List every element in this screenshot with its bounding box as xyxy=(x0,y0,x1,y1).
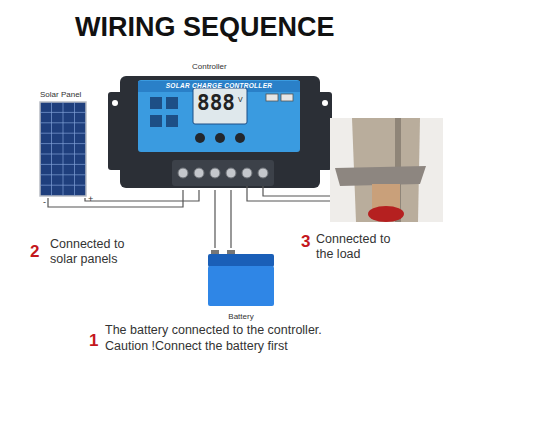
terminal xyxy=(258,168,268,178)
front-panel xyxy=(138,80,300,152)
terminal xyxy=(210,168,220,178)
panel-grid xyxy=(40,102,86,196)
status-icon xyxy=(166,97,178,109)
red-part xyxy=(368,206,404,222)
wire xyxy=(215,190,231,248)
status-icon xyxy=(150,97,162,109)
panel-heading: SOLAR CHARGE CONTROLLER xyxy=(138,82,300,89)
controller-body xyxy=(120,76,320,188)
button xyxy=(195,133,205,143)
lcd-digits: 888 xyxy=(197,91,235,115)
callout-text: The battery connected to the controller. xyxy=(105,323,322,338)
battery-lid xyxy=(208,254,274,267)
load-wire xyxy=(247,186,332,201)
load-photo xyxy=(330,118,443,222)
solar-panel-box: Solar Panel xyxy=(38,90,88,198)
solar-panel-art xyxy=(40,102,86,196)
callout-number: 1 xyxy=(89,331,98,351)
battery-box: Battery xyxy=(205,248,277,324)
mount-hole xyxy=(322,100,328,106)
polarity-mark: - xyxy=(43,197,46,207)
component-name: Solar Panel xyxy=(40,90,81,99)
callout-text: Connected to the load xyxy=(316,232,398,262)
wire xyxy=(48,190,199,207)
panel-frame xyxy=(40,102,86,196)
callout-text: Connected to solar panels xyxy=(50,237,132,267)
component-name: Controller xyxy=(192,62,227,71)
mount-hole xyxy=(112,100,118,106)
lcd-screen xyxy=(193,88,247,124)
terminal xyxy=(226,168,236,178)
callout-number: 3 xyxy=(301,232,310,252)
status-icon xyxy=(150,115,162,127)
battery-art xyxy=(208,250,274,306)
status-icon xyxy=(166,115,178,127)
lcd-unit: V xyxy=(238,96,243,103)
button xyxy=(235,133,245,143)
battery-body xyxy=(208,266,274,306)
usb-port xyxy=(281,94,293,101)
callout-number: 2 xyxy=(30,242,39,262)
usb-port xyxy=(266,94,278,101)
polarity-mark: + xyxy=(88,194,93,204)
diagram-title: WIRING SEQUENCE xyxy=(75,12,335,43)
photo-background xyxy=(330,118,443,222)
component-name: Battery xyxy=(205,312,277,321)
terminal xyxy=(194,168,204,178)
controller-art xyxy=(108,76,332,188)
terminal xyxy=(242,168,252,178)
terminal-strip xyxy=(172,160,274,186)
terminal xyxy=(178,168,188,178)
controller-box: ControllerSOLAR CHARGE CONTROLLER xyxy=(120,60,320,190)
callout-text: Caution !Connect the battery first xyxy=(105,339,288,354)
metal-shelf xyxy=(335,166,426,186)
button xyxy=(215,133,225,143)
